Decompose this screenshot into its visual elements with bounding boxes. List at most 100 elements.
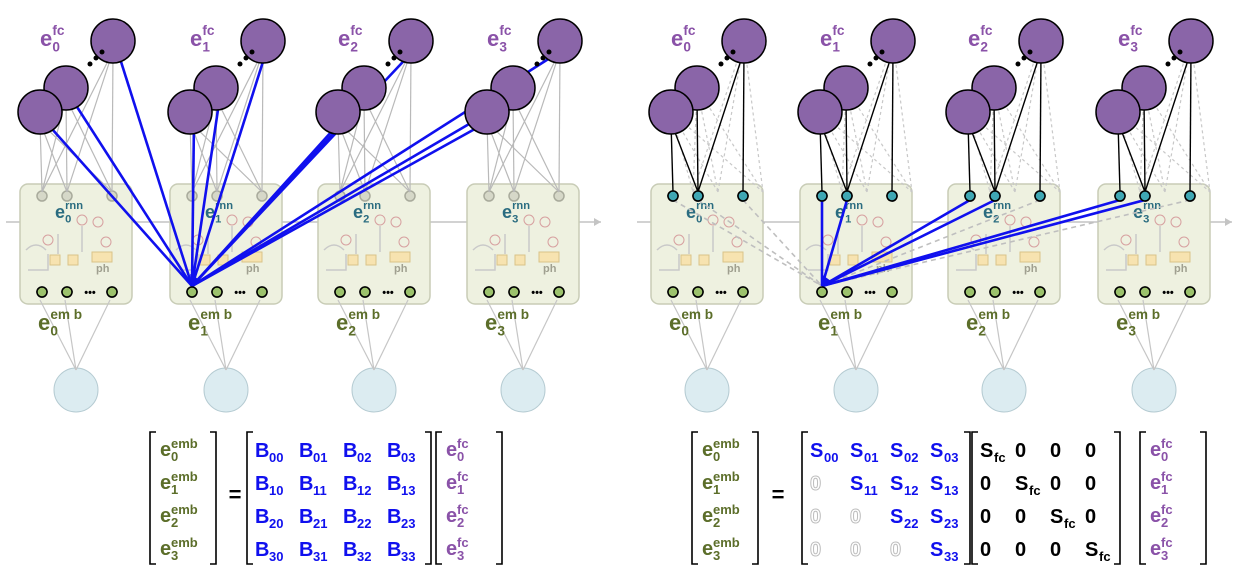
left-b-matrix-cell-base: B (343, 506, 357, 528)
right-sfc-matrix-cell: 0 (1015, 506, 1026, 528)
left-b-matrix-cell-base: B (299, 506, 313, 528)
cell-wire (25, 226, 83, 271)
fc-rnn-dashed (841, 40, 894, 193)
fc-rnn-solid (1039, 50, 1042, 193)
gate-box (1145, 254, 1157, 266)
left-b-matrix-cell-sub: 11 (313, 483, 327, 498)
fc-rnn-dashed (1190, 40, 1211, 193)
left-b-matrix-cell-sub: 20 (269, 516, 283, 531)
right-s-matrix-cell: 0 (890, 539, 902, 562)
fc-rnn-link (363, 97, 411, 193)
right-s-matrix-cell-base: S (930, 473, 943, 495)
right-s-matrix-cell-base: 0 (810, 506, 821, 528)
right-sfc-matrix-cell: 0 (980, 473, 991, 495)
right-sfc-matrix-cell-base: 0 (1015, 506, 1026, 528)
fc-rnn-solid (994, 50, 1042, 193)
left-rhs-base: e (446, 505, 457, 527)
fc-rnn-solid (742, 50, 745, 193)
left-rhs-base: e (446, 472, 457, 494)
gate-label: ph (394, 263, 408, 275)
input-line (75, 299, 111, 371)
right-s-matrix-cell-sub: 13 (944, 483, 958, 498)
fc-label-0-base: e (40, 26, 52, 51)
left-b-matrix-cell-base: B (299, 440, 313, 462)
emb-label-0-sub: 0 (681, 324, 689, 339)
emb-ellipsis: ••• (234, 287, 246, 299)
input-line (522, 299, 558, 371)
emb-node (667, 286, 679, 298)
input-node (684, 367, 730, 413)
left-b-matrix-cell-base: B (299, 473, 313, 495)
left-b-matrix-cell-sub: 10 (269, 483, 283, 498)
emb-node (841, 286, 853, 298)
fc-dot (99, 49, 105, 55)
input-line (337, 299, 375, 371)
fc-dot (1021, 55, 1027, 61)
fc-dot (391, 55, 397, 61)
emb-node (1184, 286, 1196, 298)
right-s-matrix-cell-base: 0 (890, 539, 901, 561)
gate-label: ph (246, 263, 260, 275)
emb-label-3-sub: 3 (1128, 324, 1136, 339)
left-b-matrix-cell-base: B (299, 539, 313, 561)
right-s-matrix-cell-sub: 02 (904, 450, 918, 465)
fc-node (797, 89, 843, 135)
right-rhs-sup: fc (1161, 469, 1173, 484)
right-sfc-matrix-bracket-left (971, 431, 978, 565)
fc-dot (724, 55, 730, 61)
rnn-label-2-sup: rnn (993, 200, 1011, 212)
rnn-node (692, 190, 704, 202)
rnn-label-2-sub: 2 (993, 214, 999, 226)
right-s-matrix-cell-base: 0 (810, 539, 821, 561)
fc-label-2-base: e (338, 26, 350, 51)
attention-edge (190, 119, 196, 287)
rnn-label-3-sup: rnn (512, 200, 530, 212)
gate-op (100, 236, 112, 248)
fc-label-0-sub: 0 (52, 40, 60, 55)
right-sfc-matrix-cell-sub: fc (1099, 549, 1111, 564)
fc-label-3-base: e (487, 26, 499, 51)
gate-op (547, 236, 559, 248)
rnn-label-0-sup: rnn (65, 200, 83, 212)
left-lhs-sup: emb (171, 535, 198, 550)
right-sfc-matrix-cell: 0 (1015, 539, 1026, 561)
gate-op (226, 214, 238, 226)
gate-label: ph (543, 263, 557, 275)
rnn-label-3-sub: 3 (1143, 214, 1149, 226)
right-lhs-sub: 0 (713, 449, 720, 464)
fc-label-0-base: e (671, 26, 683, 51)
gate-box (680, 254, 692, 266)
gate-op (856, 214, 868, 226)
fc-label-1-sup: fc (202, 23, 215, 38)
left-rhs-base: e (446, 538, 457, 560)
rnn-label-3-sup: rnn (1143, 200, 1161, 212)
column-3 (466, 183, 580, 413)
gate-label: ph (1024, 263, 1038, 275)
fc-rnn-dashed (1139, 40, 1192, 193)
right-s-matrix-cell-base: 0 (850, 506, 861, 528)
emb-label-0-sup: em b (50, 307, 82, 322)
right-s-matrix-cell: 0 (810, 506, 822, 529)
rnn-label-1-sub: 1 (215, 214, 221, 226)
cell-wire (656, 226, 714, 271)
right-s-matrix-cell-base: S (930, 440, 943, 462)
input-line (844, 299, 857, 371)
emb-label-0-base: e (669, 310, 681, 335)
right-s-matrix-cell-base: S (850, 473, 863, 495)
attention-arrowhead (190, 274, 200, 286)
rnn-node (667, 190, 679, 202)
emb-node (886, 286, 898, 298)
right-rhs-base: e (1150, 505, 1161, 527)
fc-rnn-link (66, 50, 114, 193)
input-line (1153, 299, 1189, 371)
fc-rnn-link (189, 121, 263, 193)
right-rhs-base: e (1150, 439, 1161, 461)
